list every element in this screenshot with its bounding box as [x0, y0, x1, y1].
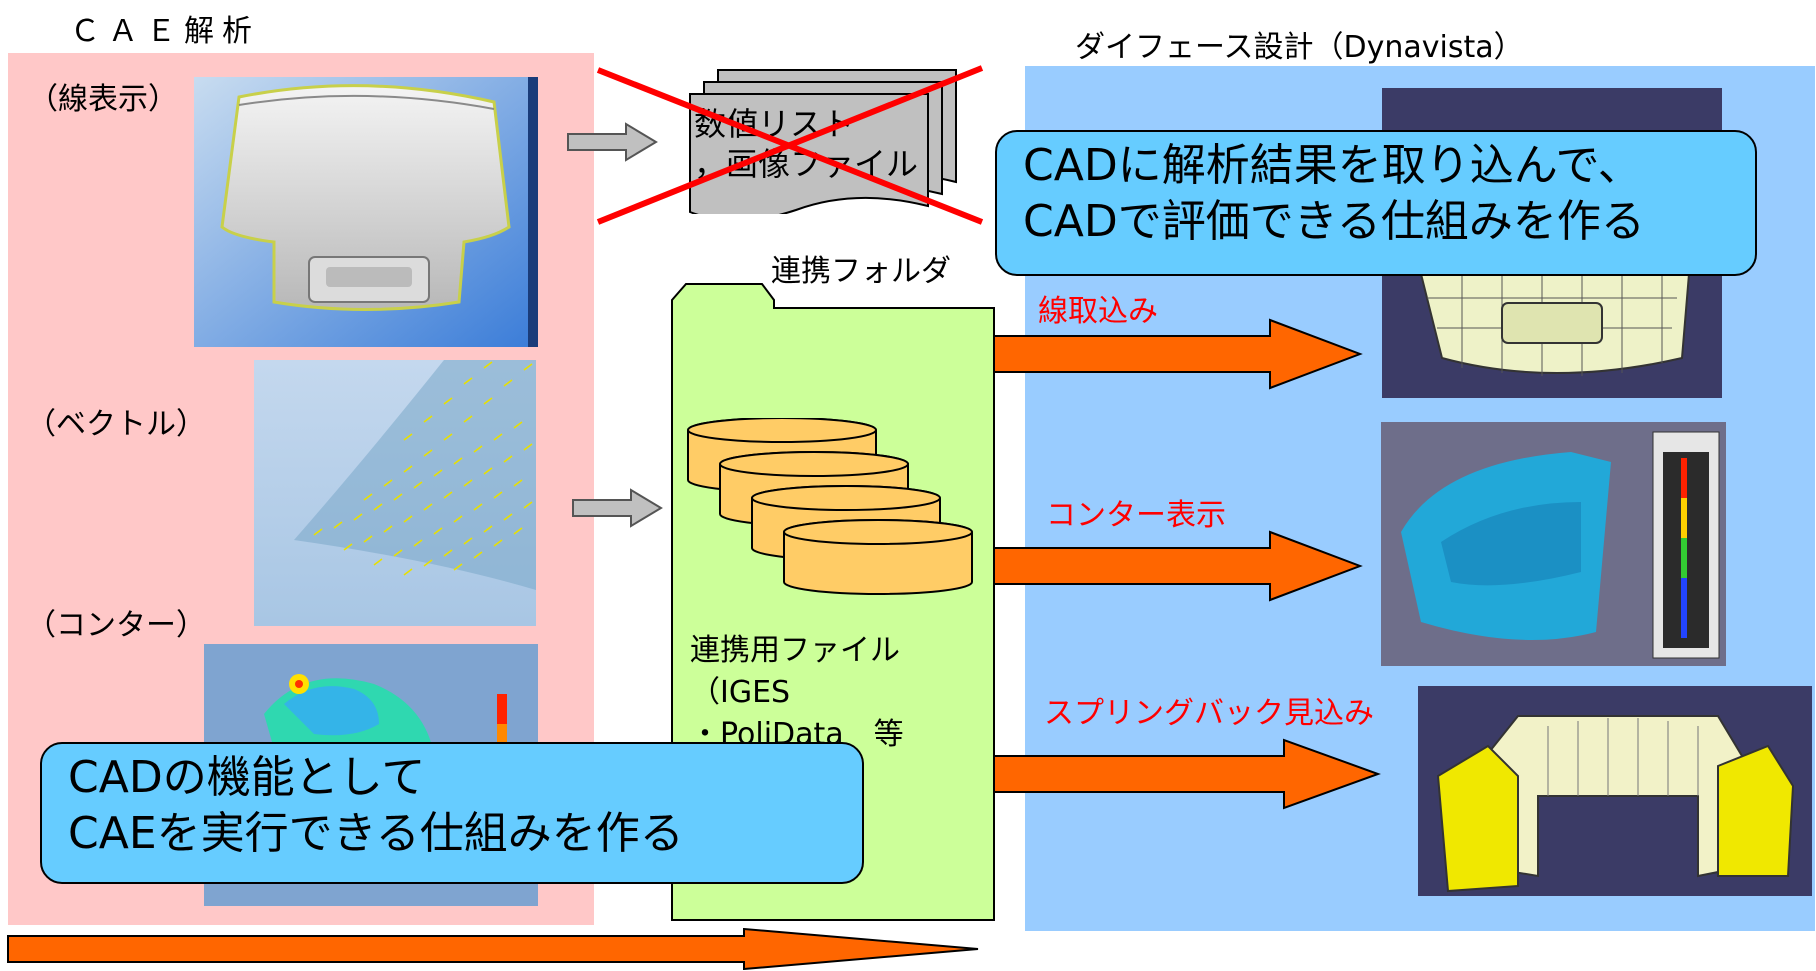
callout-top-line1: CADに解析結果を取り込んで、	[1023, 140, 1642, 191]
dynavista-springback-image	[1418, 686, 1812, 896]
vector-image	[254, 360, 536, 626]
line-display-image	[194, 77, 538, 347]
linkage-file-label: 連携用ファイル	[690, 633, 900, 668]
callout-cad-evaluation: CADに解析結果を取り込んで、 CADで評価できる仕組みを作る	[995, 130, 1757, 276]
orange-arrow-icon	[993, 530, 1363, 602]
gray-arrow-icon	[572, 488, 663, 528]
callout-top-line2: CADで評価できる仕組みを作る	[1023, 196, 1645, 247]
dynavista-contour-image	[1381, 422, 1726, 666]
database-cylinder-icon	[687, 418, 973, 595]
orange-arrow-icon	[993, 318, 1363, 390]
line-display-label: （線表示）	[28, 82, 178, 117]
callout-cae-execution: CADの機能として CAEを実行できる仕組みを作る	[40, 742, 864, 884]
die-face-section-title: ダイフェース設計（Dynavista）	[1075, 30, 1524, 65]
contour-label: （コンター）	[26, 608, 206, 643]
format-iges: （IGES	[690, 675, 791, 710]
contour-display-label: コンター表示	[1046, 498, 1226, 533]
cross-out-icon	[596, 65, 984, 225]
springback-label: スプリングバック見込み	[1044, 696, 1374, 731]
vector-label: （ベクトル）	[26, 407, 206, 442]
callout-bottom-line1: CADの機能として	[68, 752, 426, 803]
gray-arrow-icon	[567, 122, 658, 162]
callout-bottom-line2: CAEを実行できる仕組みを作る	[68, 808, 684, 859]
orange-arrow-icon	[7, 928, 979, 970]
cae-section-title: ＣＡＥ解析	[70, 14, 260, 49]
folder-title: 連携フォルダ	[771, 254, 951, 289]
orange-arrow-icon	[993, 738, 1381, 810]
line-import-label: 線取込み	[1038, 294, 1158, 329]
